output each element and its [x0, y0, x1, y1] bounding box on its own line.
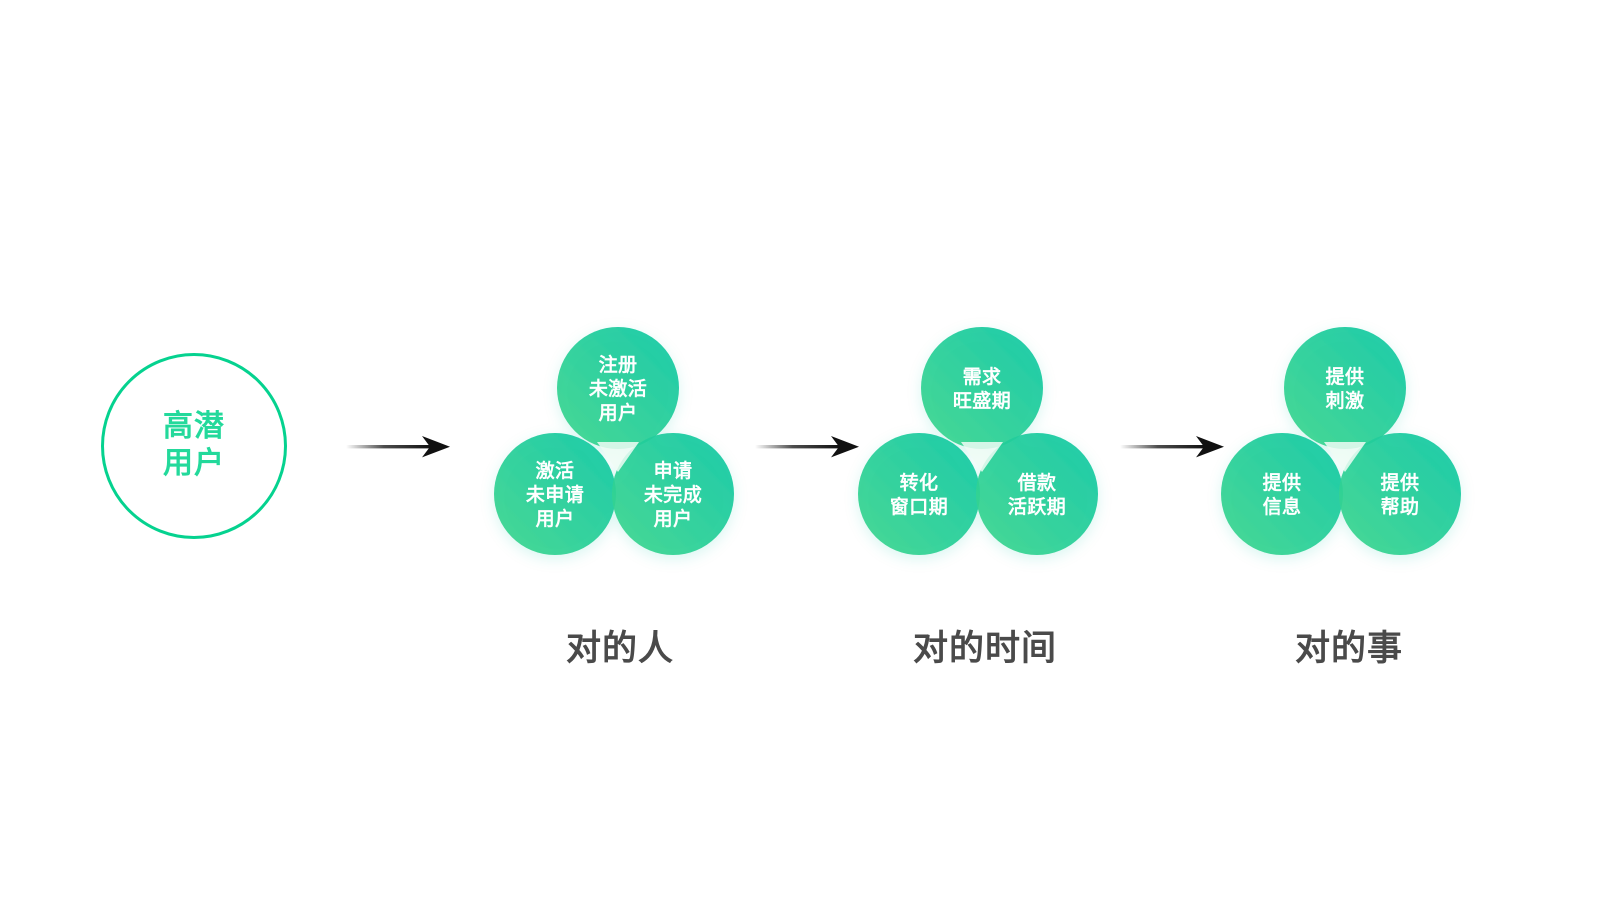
arrow-2	[755, 430, 859, 464]
stage-caption-right-people: 对的人	[565, 629, 674, 668]
stage-caption-right-thing: 对的事	[1294, 629, 1403, 668]
venn-cluster-right-thing: 提供 刺激 提供 信息 提供 帮助	[1221, 327, 1469, 580]
arrow-1	[346, 430, 450, 464]
seed-circle-label: 高潜 用户	[163, 410, 225, 480]
venn-cluster-right-time: 需求 旺盛期 转化 窗口期 借款 活跃期	[858, 327, 1106, 580]
arrow-3	[1120, 430, 1224, 464]
stage-caption-right-time: 对的时间	[912, 629, 1057, 668]
venn-cluster-right-people: 注册 未激活 用户 激活 未申请 用户 申请 未完成 用户	[494, 327, 742, 580]
seed-circle-high-potential-users[interactable]: 高潜 用户	[101, 353, 287, 539]
